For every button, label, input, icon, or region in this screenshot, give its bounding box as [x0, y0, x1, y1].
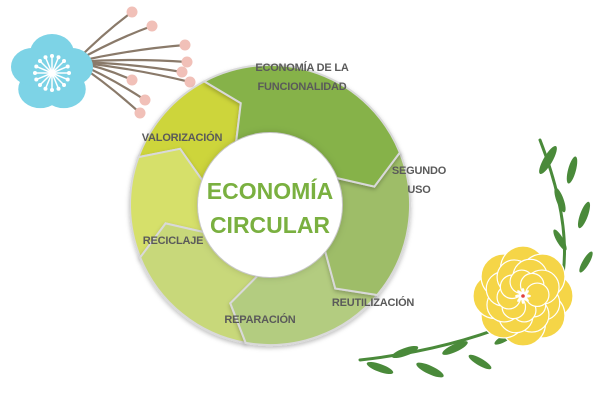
berry-icon: [126, 74, 138, 86]
stamen: [51, 72, 60, 89]
stage-label-reciclaje: RECICLAJE: [143, 235, 204, 247]
stamen-tip: [56, 55, 61, 60]
stamen-tip: [65, 64, 70, 69]
yellow-flower-icon: [472, 245, 574, 347]
leaf-icon: [366, 361, 394, 375]
leaf-icon: [539, 145, 557, 175]
stamen-tip: [50, 88, 54, 92]
daisy-petal: [517, 290, 524, 297]
stamen: [44, 57, 53, 74]
center-title-line-1: ECONOMÍA: [207, 177, 334, 204]
stamen-tip: [67, 71, 71, 75]
flower-center: [521, 294, 525, 298]
stage-label-segundo-uso-line-2: USO: [407, 184, 431, 196]
leaf-icon: [579, 251, 593, 273]
stamen: [36, 65, 53, 74]
stamen-tip: [50, 54, 54, 58]
stamen: [39, 72, 53, 86]
stamen-tip: [33, 71, 37, 75]
stamen-tip: [65, 77, 70, 82]
stamen-tip: [43, 86, 48, 91]
yellow-flower-decoration: [358, 138, 593, 378]
leaf-icon: [416, 362, 444, 378]
stamen: [51, 57, 60, 74]
berry-icon: [181, 56, 193, 68]
cycle-ring: [129, 64, 411, 346]
center-circle: [198, 133, 342, 277]
center-title-line-2: CIRCULAR: [210, 212, 330, 238]
stamen: [51, 72, 65, 86]
stamen: [51, 60, 65, 74]
daisy-petal: [522, 295, 529, 302]
stamen-tip: [62, 83, 67, 88]
stage-label-segundo-uso-line-1: SEGUNDO: [392, 165, 447, 177]
berry-icon: [179, 39, 191, 51]
stamen-tip: [56, 86, 61, 91]
daisy-petal: [522, 290, 529, 297]
stamen: [51, 72, 68, 81]
stage-label-valorizacion: VALORIZACIÓN: [142, 131, 223, 144]
leaf-icon: [566, 156, 578, 184]
berry-icon: [184, 76, 196, 88]
berry-icon: [126, 6, 138, 18]
stamen-tip: [37, 83, 42, 88]
berry-icon: [134, 107, 146, 119]
stamen: [36, 72, 53, 81]
stamen-tip: [37, 58, 42, 63]
blue-flower-decoration: [10, 6, 196, 119]
stamen: [51, 65, 68, 74]
leaf-icon: [553, 229, 567, 251]
leaf-icon: [442, 341, 468, 355]
stamen-tip: [62, 58, 67, 63]
berry-icon: [146, 20, 158, 32]
stage-label-funcionalidad-line-1: ECONOMÍA DE LA: [255, 61, 349, 74]
berry-icon: [176, 66, 188, 78]
blue-flower-icon: [10, 34, 94, 109]
stage-label-funcionalidad-line-2: FUNCIONALIDAD: [257, 81, 346, 93]
stage-label-reparacion: REPARACIÓN: [224, 313, 295, 326]
stage-label-reutilizacion: REUTILIZACIÓN: [332, 296, 415, 309]
stamen: [44, 72, 53, 89]
leaf-branches: [358, 138, 593, 378]
leaf-icon: [554, 187, 566, 213]
stamen: [39, 60, 53, 74]
leaf-icon: [577, 201, 591, 229]
daisy-petal: [517, 295, 524, 302]
stamen-tip: [34, 64, 39, 69]
stamen-tip: [34, 77, 39, 82]
leaf-icon: [468, 354, 492, 370]
berry-icon: [139, 94, 151, 106]
leaf-icon: [391, 345, 419, 359]
stamen-tip: [43, 55, 48, 60]
